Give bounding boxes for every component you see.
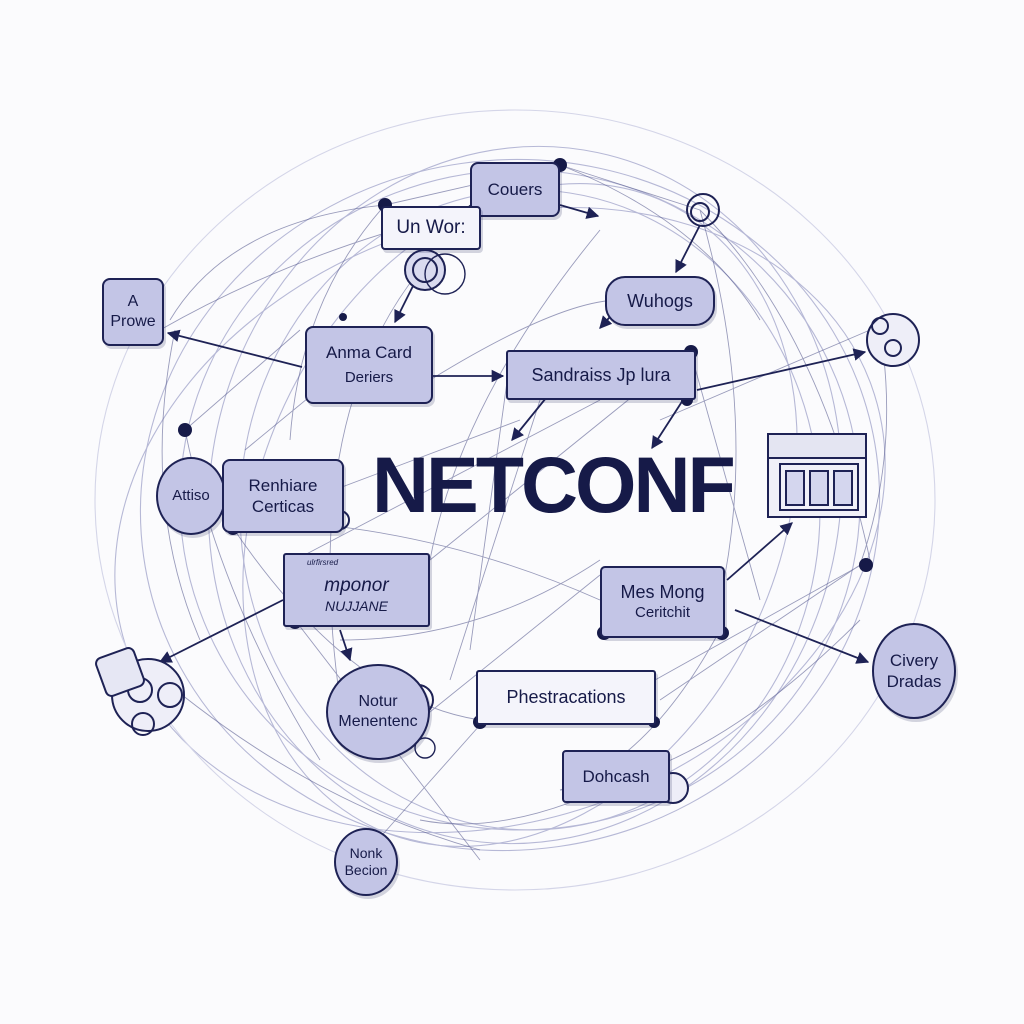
- node-label: Dohcash: [582, 766, 650, 786]
- node-label: Dradas: [886, 672, 942, 691]
- node-label: Attiso: [172, 486, 210, 504]
- node-renhiare: Renhiare Certicas: [222, 459, 344, 533]
- diagram-title: NETCONF: [372, 440, 736, 529]
- node-couers: Couers: [470, 162, 560, 217]
- node-mes-mong: Mes Mong Ceritchit: [600, 566, 725, 638]
- node-wuhogs: Wuhogs: [605, 276, 715, 326]
- device-top-bar: [769, 435, 865, 459]
- node-label: mponor: [324, 575, 389, 597]
- node-a-prowe: A Prowe: [102, 278, 164, 346]
- node-un-wor: Un Wor:: [381, 206, 481, 250]
- node-label: Menentenc: [338, 713, 418, 730]
- node-nonk: Nonk Becion: [334, 828, 398, 896]
- node-label: Wuhogs: [627, 290, 693, 311]
- node-small-label: ulrfirsred: [307, 558, 339, 567]
- device-port: [833, 470, 853, 506]
- node-label: Un Wor:: [396, 217, 466, 239]
- device-port: [809, 470, 829, 506]
- arrow-lines: [158, 204, 870, 664]
- node-label: Becion: [344, 862, 388, 878]
- node-mponor: ulrfirsred mponor NUJJANE: [283, 553, 430, 627]
- node-phestracations: Phestracations: [476, 670, 656, 725]
- node-label: Phestracations: [506, 687, 626, 708]
- device-port: [785, 470, 805, 506]
- node-label: Renhiare: [248, 475, 318, 495]
- node-notur: Notur Menentenc: [326, 664, 430, 760]
- device-frame: [779, 463, 859, 511]
- node-label: Ceritchit: [634, 603, 690, 621]
- node-label: Anma Card: [326, 343, 412, 362]
- node-label: Couers: [487, 179, 543, 199]
- node-label: Sandraiss Jp lura: [531, 364, 671, 385]
- node-civery: Civery Dradas: [872, 623, 956, 719]
- node-label: Mes Mong: [620, 582, 705, 603]
- node-label: Nonk: [349, 844, 383, 861]
- node-dohcash: Dohcash: [562, 750, 670, 803]
- node-attiso: Attiso: [156, 457, 226, 535]
- node-label: NUJJANE: [324, 598, 388, 615]
- node-label: Prowe: [110, 313, 156, 330]
- node-label: Notur: [358, 693, 398, 710]
- node-sandraiss: Sandraiss Jp lura: [506, 350, 696, 400]
- node-label: Civery: [889, 650, 939, 670]
- node-label: Deriers: [344, 369, 394, 387]
- node-label: A: [127, 293, 139, 310]
- node-label: Certicas: [251, 497, 315, 516]
- node-anma-card: Anma Card Deriers: [305, 326, 433, 404]
- network-device-icon: [767, 433, 867, 518]
